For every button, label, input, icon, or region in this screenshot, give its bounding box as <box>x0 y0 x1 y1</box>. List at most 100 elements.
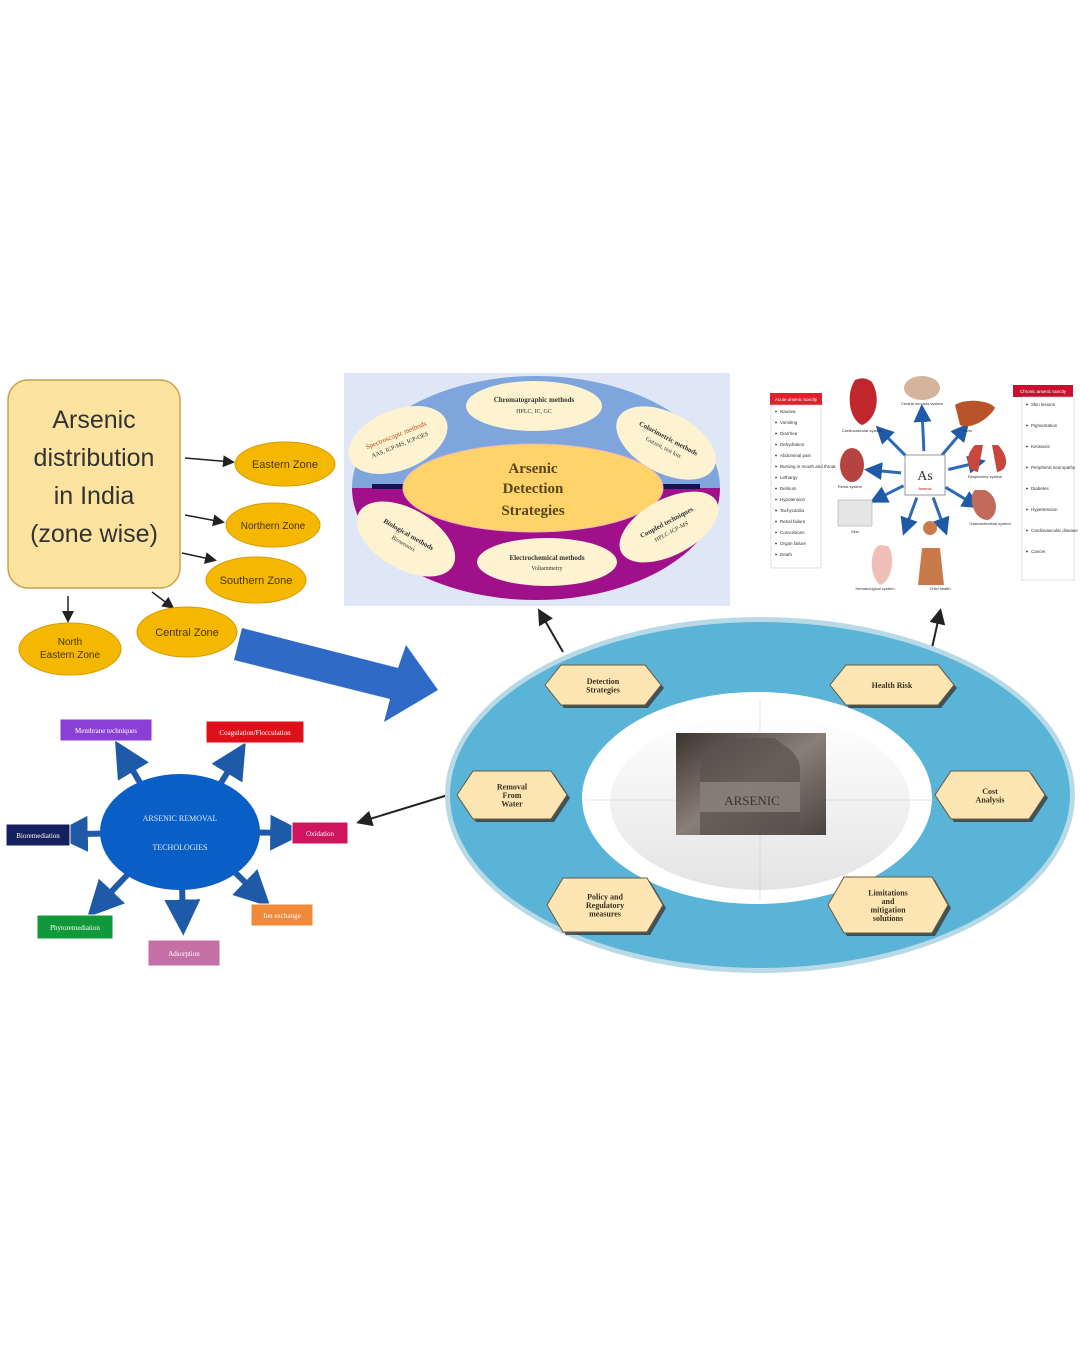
acute-item: Nausea <box>780 409 796 414</box>
zone-northern: Northern Zone <box>225 502 321 548</box>
zone-label: Eastern Zone <box>252 459 318 471</box>
hub-node-label: Regulatory <box>586 901 624 910</box>
technique-box <box>205 720 305 744</box>
organ-arrow <box>875 425 910 460</box>
acute-list: Acute arsenic toxicity NauseaVomitingDia… <box>770 393 836 569</box>
acute-item: Vomiting <box>780 420 798 425</box>
organ-arrow <box>944 486 981 509</box>
chronic-items: Skin lesionsPigmentationKeratosisPeriphe… <box>1026 402 1078 554</box>
technique-box <box>36 914 114 940</box>
zone-north-eastern: North Eastern Zone <box>18 622 122 676</box>
organ-arrow <box>931 497 950 536</box>
arsenic-symbol-caption: Arsenic <box>918 486 931 491</box>
organ-caption: Skin <box>851 529 859 534</box>
bullet-icon <box>1026 466 1028 469</box>
removal-technique: Phytoremediation <box>36 914 114 940</box>
distribution-title-line: distribution <box>34 444 155 472</box>
technique-label: Phytoremediation <box>50 924 100 932</box>
distribution-title-box <box>7 379 181 589</box>
organ-caption: Respiratory system <box>968 474 1003 479</box>
technique-box <box>5 823 71 847</box>
bullet-icon <box>775 476 777 479</box>
bullet-icon <box>775 465 777 468</box>
zone-label: Northern Zone <box>241 521 306 532</box>
connector-arrow <box>151 591 175 609</box>
hub-node-label: Water <box>501 800 523 809</box>
chronic-item: Cardiovascular disease <box>1031 528 1078 533</box>
face-icon <box>840 448 864 482</box>
bullet-icon <box>775 531 777 534</box>
chronic-header <box>1013 385 1073 397</box>
liver-icon <box>955 400 995 427</box>
hub-node-label: Limitations <box>868 888 908 897</box>
bullet-icon <box>775 487 777 490</box>
connector-arrow <box>356 794 449 827</box>
connector-arrow <box>181 552 217 564</box>
bullet-icon <box>775 432 777 435</box>
organ-caption: Cardiovascular system <box>842 428 883 433</box>
acute-item: Hypotension <box>780 497 806 502</box>
organ-caption: Central nervous system <box>901 401 944 406</box>
bullet-icon <box>775 542 777 545</box>
distribution-title-line: Arsenic <box>52 406 135 434</box>
bullet-icon <box>775 498 777 501</box>
connector-arrow <box>538 608 564 653</box>
svg-text:HPLC, IC, GC: HPLC, IC, GC <box>516 409 552 415</box>
zone-southern: Southern Zone <box>205 556 307 604</box>
zone-central: Central Zone <box>136 606 238 658</box>
removal-center-line: ARSENIC REMOVAL <box>143 814 218 823</box>
connector-arrow <box>184 455 235 468</box>
detection-panel: Arsenic Detection Strategies Spectroscop… <box>344 373 730 606</box>
body-icon <box>918 521 944 585</box>
detection-center-line: Arsenic <box>508 461 557 477</box>
zone-label: Central Zone <box>155 627 219 639</box>
detection-method: Chromatographic methods HPLC, IC, GC <box>466 381 602 431</box>
lungs-icon <box>967 445 1007 472</box>
acute-header <box>770 393 822 405</box>
organ-spokes <box>864 404 986 536</box>
hub-node-label: Cost <box>982 787 998 796</box>
skin-tissue-icon <box>837 499 873 527</box>
removal-technique: Membrane techniques <box>59 718 153 742</box>
bullet-icon <box>775 443 777 446</box>
bottle-label: ARSENIC <box>724 793 780 808</box>
detection-center-line: Detection <box>503 481 564 497</box>
bullet-icon <box>775 509 777 512</box>
heart-icon <box>849 378 877 425</box>
organ-arrow <box>913 404 932 452</box>
technique-label: Coagulation/Flocculation <box>219 729 291 737</box>
bullet-icon <box>1026 550 1028 553</box>
acute-item: Dehydration <box>780 442 805 447</box>
arsenic-bottle-image: ARSENIC <box>676 733 826 835</box>
chronic-item: Keratosis <box>1031 444 1051 449</box>
bullet-icon <box>775 410 777 413</box>
organ-caption: Hematological system <box>855 586 895 591</box>
hub-node-label: solutions <box>873 914 903 923</box>
acute-item: Tachycardia <box>780 508 805 513</box>
removal-center <box>100 774 260 890</box>
chronic-item: Diabetes <box>1031 486 1050 491</box>
bullet-icon <box>775 454 777 457</box>
hub-node[interactable]: Health Risk <box>829 664 957 708</box>
bullet-icon <box>1026 403 1028 406</box>
technique-box <box>59 718 153 742</box>
organ-caption: Gastrointestinal system <box>969 521 1011 526</box>
removal-technique: Oxidation <box>291 821 349 845</box>
technique-label: Bioremediation <box>16 832 60 840</box>
chronic-item: Pigmentation <box>1031 423 1058 428</box>
chronic-item: Cancer <box>1031 549 1046 554</box>
acute-item: Lethargy <box>780 475 798 480</box>
health-panel: Acute arsenic toxicity NauseaVomitingDia… <box>757 372 1078 608</box>
chronic-item: Hypertension <box>1031 507 1058 512</box>
detection-method: Coupled techniques HPLC-ICP-MS <box>619 491 719 563</box>
organ-arrow <box>939 423 969 458</box>
chronic-item: Peripheral neuropathy <box>1031 465 1076 470</box>
svg-text:Voltammetry: Voltammetry <box>531 566 562 572</box>
organ-caption: Renal system <box>838 484 863 489</box>
